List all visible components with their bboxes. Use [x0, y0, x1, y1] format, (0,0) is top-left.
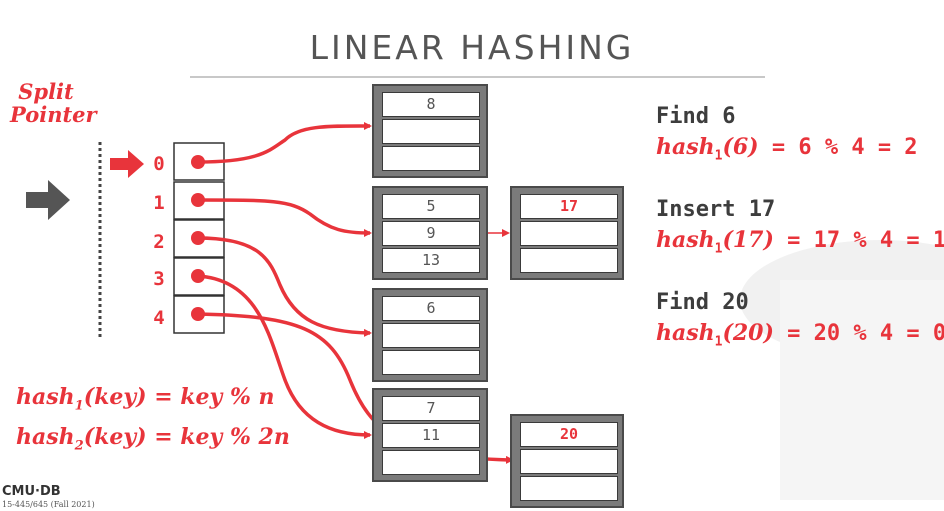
formula-body: (key) = key % 2n — [83, 424, 290, 450]
bucket-2-slot-0: 6 — [382, 296, 480, 321]
pointer-3-to-bucket-3 — [197, 274, 372, 439]
formula-sub: 1 — [74, 398, 84, 414]
operation-find-6: Find 6 hash1(6) = 6 % 4 = 2 — [656, 102, 918, 166]
formula-fn: hash — [16, 384, 75, 410]
split-pointer-label-line1: Split — [18, 79, 74, 104]
op-fn: hash — [656, 320, 715, 346]
op-sub: 1 — [714, 334, 723, 350]
directory-index-3: 3 — [153, 268, 165, 290]
bucket-2-slot-2 — [382, 350, 480, 375]
pointer-1-to-bucket-1 — [197, 198, 372, 237]
overflow-bucket-1-slot-1 — [520, 449, 618, 474]
bucket-3: 7 11 — [372, 388, 488, 482]
bucket-0-slot-0: 8 — [382, 92, 480, 117]
course-label: 15-445/645 (Fall 2021) — [2, 500, 95, 509]
bucket-1: 5 9 13 — [372, 186, 488, 280]
pointer-0-to-bucket-0 — [197, 121, 372, 164]
bucket-2: 6 — [372, 288, 488, 382]
op-expr: = 6 % 4 = 2 — [758, 135, 918, 160]
overflow-bucket-1-slot-0: 20 — [520, 422, 618, 447]
op-fn: hash — [656, 227, 715, 253]
directory-pointer-dot-1 — [191, 193, 205, 207]
formula-sub: 2 — [74, 438, 84, 454]
directory-index-4: 4 — [153, 307, 165, 329]
bucket-1-slot-0: 5 — [382, 194, 480, 219]
bucket-3-slot-2 — [382, 450, 480, 475]
hash-function-1: hash1(key) = key % n — [16, 384, 275, 413]
bucket-3-slot-0: 7 — [382, 396, 480, 421]
bucket-3-slot-1: 11 — [382, 423, 480, 448]
split-pointer-arrow-icon — [110, 150, 144, 178]
operation-label: Find 6 — [656, 104, 736, 129]
operation-label: Insert 17 — [656, 197, 776, 222]
formula-body: (key) = key % n — [83, 384, 275, 410]
bucket-0: 8 — [372, 84, 488, 178]
directory-pointer-dot-3 — [191, 269, 205, 283]
op-sub: 1 — [714, 241, 723, 257]
operation-equation: hash1(6) = 6 % 4 = 2 — [656, 132, 918, 166]
overflow-bucket-0-slot-1 — [520, 221, 618, 246]
page-title: LINEAR HASHING — [309, 28, 635, 67]
directory-pointer-dot-0 — [191, 155, 205, 169]
overflow-bucket-0-slot-0: 17 — [520, 194, 618, 219]
operation-find-20: Find 20 hash1(20) = 20 % 4 = 0 — [656, 288, 944, 352]
directory-pointer-dot-4 — [191, 307, 205, 321]
overflow-bucket-1: 20 — [510, 414, 624, 508]
overflow-bucket-0: 17 — [510, 186, 624, 280]
bucket-0-slot-2 — [382, 146, 480, 171]
hash-function-2: hash2(key) = key % 2n — [16, 424, 290, 453]
bucket-1-slot-1: 9 — [382, 221, 480, 246]
directory-index-0: 0 — [153, 153, 165, 175]
op-fn: hash — [656, 134, 715, 160]
op-sub: 1 — [714, 148, 723, 164]
op-arg: (6) — [722, 134, 759, 160]
directory-pointer-dot-2 — [191, 231, 205, 245]
overflow-bucket-1-slot-2 — [520, 476, 618, 501]
op-arg: (17) — [722, 227, 774, 253]
split-pointer-label-line2: Pointer — [10, 102, 97, 127]
op-arg: (20) — [722, 320, 774, 346]
title-divider — [190, 76, 765, 78]
split-pointer-label: Split Pointer — [10, 79, 97, 127]
op-expr: = 20 % 4 = 0 — [773, 321, 944, 346]
split-range-dotted-line — [98, 142, 102, 338]
overflow-bucket-0-slot-2 — [520, 248, 618, 273]
cmu-db-logo: CMU·DB — [2, 484, 61, 499]
gray-arrow-icon — [26, 180, 70, 220]
operation-insert-17: Insert 17 hash1(17) = 17 % 4 = 1 — [656, 195, 944, 259]
bucket-0-slot-1 — [382, 119, 480, 144]
formula-fn: hash — [16, 424, 75, 450]
op-expr: = 17 % 4 = 1 — [773, 228, 944, 253]
operation-equation: hash1(20) = 20 % 4 = 0 — [656, 318, 944, 352]
operation-equation: hash1(17) = 17 % 4 = 1 — [656, 225, 944, 259]
operation-label: Find 20 — [656, 290, 749, 315]
directory-index-2: 2 — [153, 231, 165, 253]
pointer-2-to-bucket-2 — [197, 236, 372, 337]
directory-index-1: 1 — [153, 192, 165, 214]
bucket-1-slot-2: 13 — [382, 248, 480, 273]
bucket-2-slot-1 — [382, 323, 480, 348]
